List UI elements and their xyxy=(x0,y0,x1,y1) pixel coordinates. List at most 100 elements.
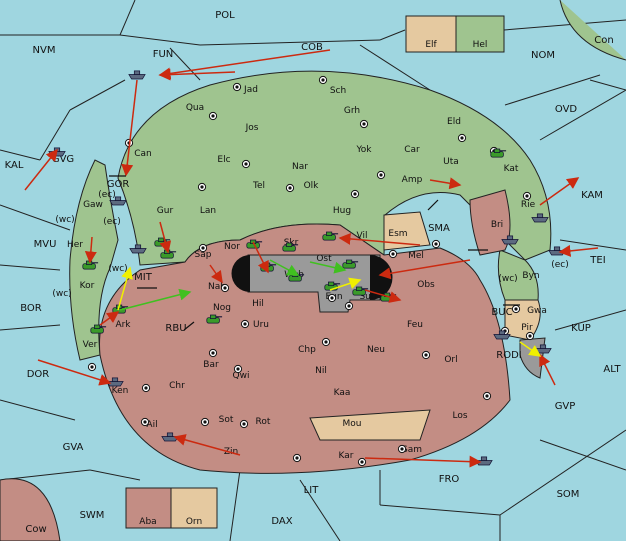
label-kar: Kar xyxy=(339,451,354,461)
supply-center xyxy=(318,75,328,85)
label-neu: Neu xyxy=(367,345,385,355)
label-gaw: Gaw xyxy=(83,200,103,210)
label-mvu: MVU xyxy=(34,239,57,250)
tunnel-west xyxy=(231,255,250,292)
supply-center xyxy=(511,304,521,314)
convoy-order-arrow xyxy=(269,259,300,276)
label-grh: Grh xyxy=(344,106,360,116)
label-cob: COB xyxy=(301,42,323,53)
label-swm: SWM xyxy=(80,510,105,521)
support-order-arrow xyxy=(117,266,133,311)
label-dax: DAX xyxy=(271,516,292,527)
move-order-arrow xyxy=(364,455,482,468)
label-ken: Ken xyxy=(112,386,129,396)
label-orl: Orl xyxy=(444,355,457,365)
label-con: Con xyxy=(594,35,613,46)
label-bar: Bar xyxy=(203,360,219,370)
label-kaa: Kaa xyxy=(334,388,351,398)
move-order-arrow xyxy=(429,177,462,190)
supply-center xyxy=(241,159,251,169)
supply-center xyxy=(200,417,210,427)
label-rodi: RODI xyxy=(496,350,521,361)
fleet-unit[interactable] xyxy=(128,70,146,80)
fleet-unit[interactable] xyxy=(48,147,66,157)
label-pir: Pir xyxy=(521,323,533,333)
label-rot: Rot xyxy=(256,417,271,427)
supply-center xyxy=(522,191,532,201)
supply-center xyxy=(357,457,367,467)
label-gvp: GVP xyxy=(555,401,576,412)
label-hug: Hug xyxy=(333,206,351,216)
label-byn: Byn xyxy=(522,271,539,281)
supply-center xyxy=(87,362,97,372)
move-order-arrow xyxy=(338,232,421,246)
supply-center xyxy=(388,249,398,259)
fleet-unit[interactable] xyxy=(548,246,566,256)
land-tan xyxy=(309,211,541,441)
supply-center xyxy=(198,243,208,253)
label-los: Los xyxy=(452,411,467,421)
convoy-order-arrow xyxy=(309,261,347,274)
label-fro: FRO xyxy=(439,474,460,485)
supply-center xyxy=(457,133,467,143)
label-amp: Amp xyxy=(402,175,423,185)
label-kal: KAL xyxy=(5,160,24,171)
move-order-arrow xyxy=(558,244,599,257)
label-buc: BUC xyxy=(491,307,512,318)
supply-center xyxy=(233,364,243,374)
label-sot: Sot xyxy=(219,415,234,425)
label-nil: Nil xyxy=(315,366,327,376)
label-nom: NOM xyxy=(531,50,555,61)
move-order-arrow xyxy=(24,148,58,191)
supply-center xyxy=(240,319,250,329)
label-car: Car xyxy=(404,145,420,155)
label-dor: DOR xyxy=(27,369,50,380)
coast-marker: (wc) xyxy=(55,215,74,225)
label-alt: ALT xyxy=(603,364,621,375)
box-orn: Orn xyxy=(186,517,202,527)
supply-center xyxy=(208,348,218,358)
label-can: Can xyxy=(134,149,152,159)
move-order-arrow xyxy=(539,177,580,206)
move-order-arrow xyxy=(364,289,402,303)
supply-center xyxy=(220,283,230,293)
supply-center xyxy=(344,301,354,311)
coast-marker: (ec) xyxy=(103,217,121,227)
label-her: Her xyxy=(67,240,83,250)
supply-center xyxy=(140,417,150,427)
coast-marker: (wc) xyxy=(52,289,71,299)
support-order-arrow xyxy=(329,277,362,291)
label-chp: Chp xyxy=(298,345,316,355)
label-bor: BOR xyxy=(20,303,42,314)
label-sam: Sam xyxy=(402,445,422,455)
label-ail: Ail xyxy=(146,420,157,430)
label-gor: GOR xyxy=(107,179,130,190)
label-nar: Nar xyxy=(292,162,308,172)
label-olk: Olk xyxy=(304,181,320,191)
label-chr: Chr xyxy=(169,381,185,391)
label-hil: Hil xyxy=(252,299,264,309)
label-eld: Eld xyxy=(447,117,461,127)
label-sap: Sap xyxy=(195,250,212,260)
supply-center xyxy=(208,111,218,121)
label-yok: Yok xyxy=(355,145,372,155)
label-som: SOM xyxy=(557,489,580,500)
supply-center xyxy=(359,119,369,129)
fleet-unit[interactable] xyxy=(475,456,493,466)
label-ver: Ver xyxy=(83,340,98,350)
label-sch: Sch xyxy=(330,86,346,96)
convoy-order-arrow xyxy=(119,288,192,311)
supply-center xyxy=(197,182,207,192)
label-gwa: Gwa xyxy=(527,306,547,316)
orders xyxy=(24,49,599,468)
supply-center xyxy=(239,419,249,429)
move-order-arrow xyxy=(158,68,236,81)
label-gvg: GVG xyxy=(52,154,74,165)
label-nor: Nor xyxy=(224,242,240,252)
move-order-arrow xyxy=(99,311,120,326)
label-elc: Elc xyxy=(217,155,230,165)
supply-center xyxy=(431,239,441,249)
label-tel: Tel xyxy=(252,181,265,191)
